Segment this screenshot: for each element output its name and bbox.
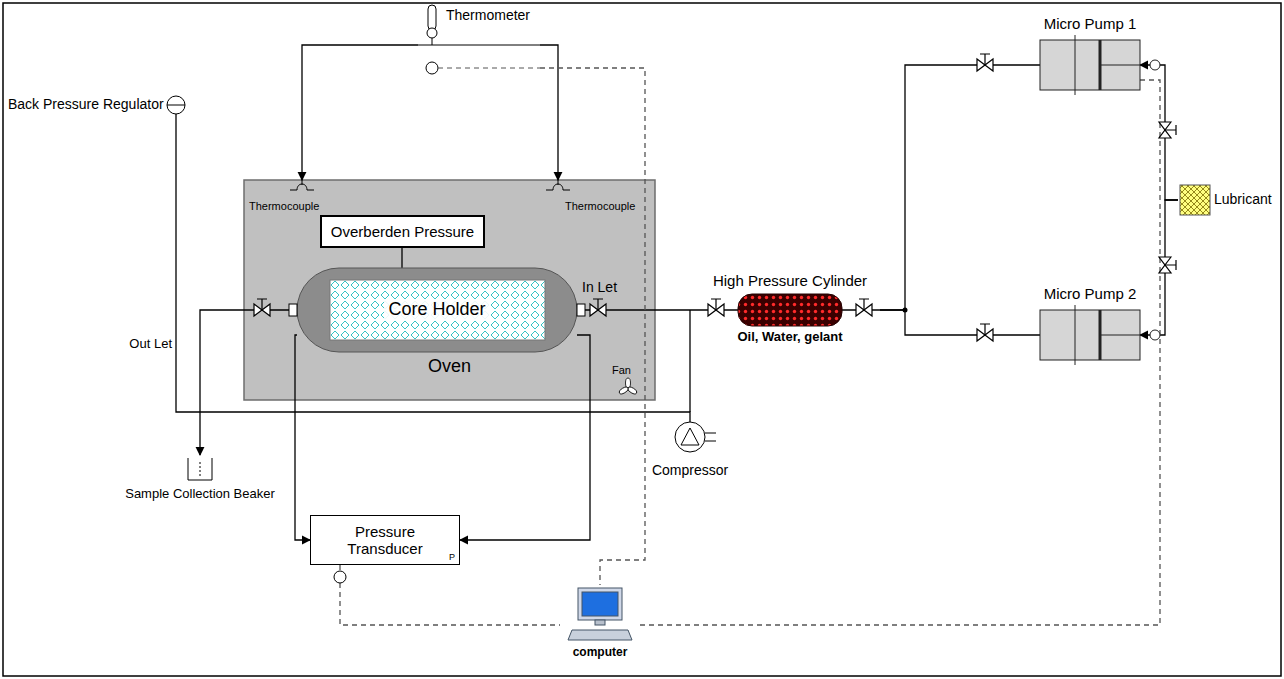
node-text: Lubricant xyxy=(1214,191,1272,208)
compressor-symbol xyxy=(675,422,716,452)
node-text: Pressure Transducer xyxy=(330,523,440,557)
node-text: Micro Pump 2 xyxy=(1044,285,1137,303)
pipe-line xyxy=(401,248,402,268)
oven-body xyxy=(244,180,655,400)
core-holder-shape xyxy=(289,268,585,352)
node-text: computer xyxy=(573,645,628,659)
valve-symbol xyxy=(254,54,1176,341)
signal-line xyxy=(340,565,560,625)
regulator-symbol xyxy=(167,96,185,114)
beaker-symbol xyxy=(188,458,212,480)
node-text: Back Pressure Regulator xyxy=(8,96,164,113)
node-text: Sample Collection Beaker xyxy=(125,486,275,502)
node-text: Micro Pump 1 xyxy=(1044,15,1137,33)
part-label: Thermocouple xyxy=(249,200,319,213)
pipe-line xyxy=(460,335,590,540)
lubricant: Lubricant xyxy=(1178,185,1280,215)
compressor: Compressor xyxy=(640,420,740,480)
pipe-line xyxy=(176,122,690,420)
node-text: Core Holder xyxy=(384,299,489,321)
node-text: High Pressure Cylinder xyxy=(713,272,867,290)
fan-symbol xyxy=(618,378,638,395)
pipe-line xyxy=(295,335,310,540)
part-label: In Let xyxy=(582,279,617,296)
lubricant-tank xyxy=(1180,185,1210,215)
pipe-line xyxy=(540,45,558,180)
pipe-line xyxy=(200,310,297,455)
signal-line xyxy=(640,80,1160,625)
micro-pump: Micro Pump 1 xyxy=(1040,15,1140,90)
frame xyxy=(3,3,1281,676)
pressure-transducer: Pressure TransducerP xyxy=(310,515,460,565)
sample-beaker: Sample Collection Beaker xyxy=(120,455,280,505)
part-label: Out Let xyxy=(110,336,172,352)
node-text: P xyxy=(449,552,455,563)
back-pressure-regulator: Back Pressure Regulator xyxy=(5,88,186,122)
pipe xyxy=(176,114,880,422)
pipe-line xyxy=(880,310,1040,335)
node-text: Oil, Water, gelant xyxy=(738,329,843,345)
pressure-box: Overberden Pressure xyxy=(320,215,485,248)
cylinder-symbol xyxy=(708,294,872,326)
pump-symbol xyxy=(1040,35,1160,365)
node-text: Thermometer xyxy=(446,7,530,24)
high-pressure-cylinder: High Pressure CylinderOil, Water, gelant xyxy=(700,272,880,348)
computer: computer xyxy=(560,585,640,665)
micro-pump: Micro Pump 2 xyxy=(1040,285,1140,360)
core-holder: Core Holder xyxy=(297,268,577,352)
pipe-line xyxy=(880,65,1040,310)
thermometer-symbol xyxy=(418,5,540,74)
pipe-line xyxy=(302,45,418,180)
node-text: Compressor xyxy=(652,462,728,479)
node-text: Oven xyxy=(428,356,471,378)
node-text: Overberden Pressure xyxy=(331,223,474,241)
pipe-line xyxy=(1140,200,1178,335)
pipe-junction xyxy=(903,308,908,313)
computer-symbol xyxy=(568,588,632,640)
part-label: Thermocouple xyxy=(565,200,635,213)
thermocouple-symbol xyxy=(290,180,570,190)
sensor-symbol xyxy=(334,571,346,583)
part-label: Fan xyxy=(612,364,631,377)
pipe-line xyxy=(1140,65,1178,200)
thermometer: Thermometer xyxy=(418,3,540,75)
